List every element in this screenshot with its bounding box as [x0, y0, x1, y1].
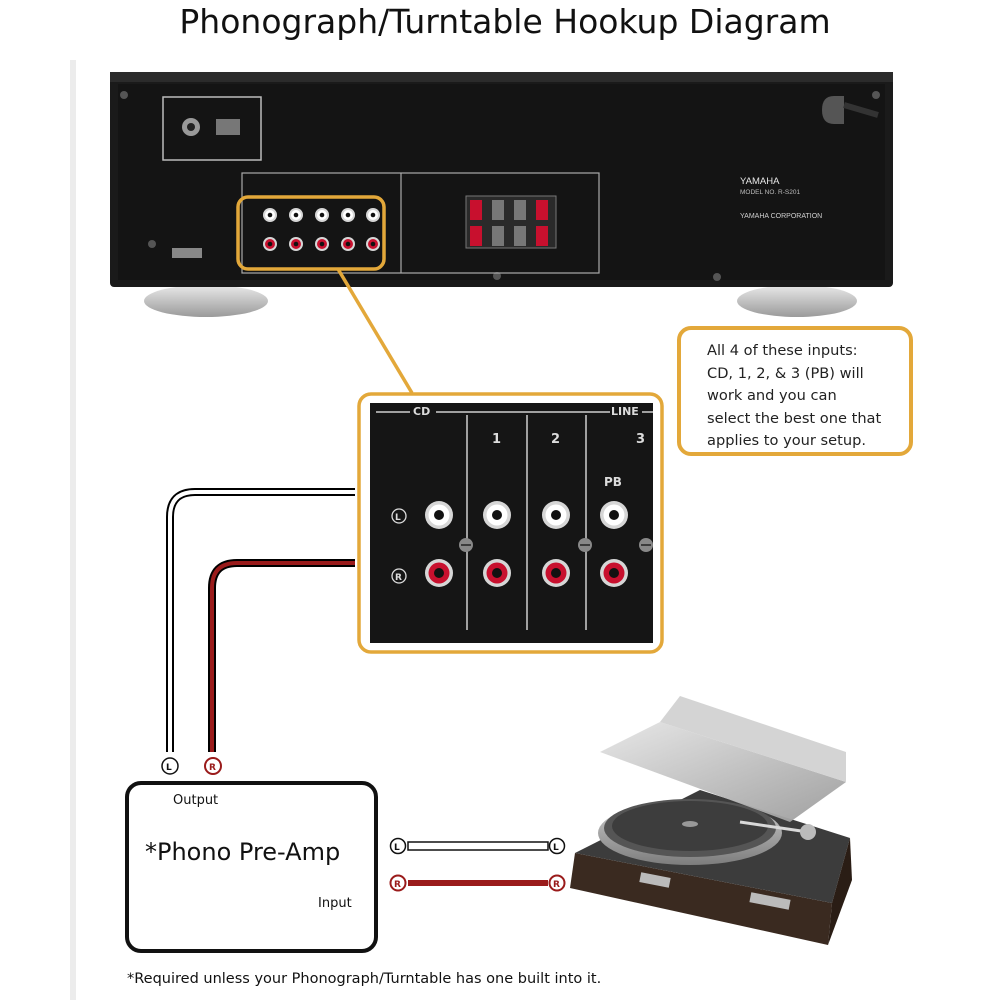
receiver-foot-right — [737, 285, 857, 317]
output-right-symbol: R — [209, 763, 216, 773]
callout-line: CD, 1, 2, & 3 (PB) will — [707, 364, 864, 382]
page-title: Phonograph/Turntable Hookup Diagram — [179, 2, 831, 41]
antenna-terminal-box — [162, 96, 262, 161]
receiver-foot-left — [144, 285, 268, 317]
callout-line: All 4 of these inputs: — [707, 342, 858, 359]
manufacturer-text: YAMAHA CORPORATION — [740, 213, 822, 220]
input-right-symbol: R — [394, 880, 401, 890]
screw — [148, 240, 156, 248]
input-panel-zoom: CD LINE 1 2 3 PB L R — [357, 392, 664, 654]
preamp-output-plugs: L R — [161, 757, 222, 775]
right-channel-symbol: R — [395, 573, 402, 583]
preamp-output-label: Output — [173, 793, 219, 808]
cd-input-label: CD — [413, 405, 430, 418]
line3-left-jack — [600, 501, 628, 529]
line1-right-jack — [483, 559, 511, 587]
turntable-cables: L L R R — [389, 837, 566, 892]
pb-label: PB — [604, 475, 622, 489]
input-1-label: 1 — [492, 432, 501, 447]
input-highlight — [236, 195, 386, 271]
speaker-terminals — [465, 195, 557, 249]
page-edge — [70, 60, 76, 1000]
line2-left-jack — [542, 501, 570, 529]
turntable-left-symbol: L — [553, 843, 559, 853]
left-channel-symbol: L — [395, 513, 401, 523]
line1-left-jack — [483, 501, 511, 529]
cd-left-jack — [425, 501, 453, 529]
preamp-name: *Phono Pre-Amp — [145, 838, 341, 866]
footnote: *Required unless your Phonograph/Turntab… — [127, 971, 602, 987]
preamp-input-label: Input — [318, 896, 352, 911]
line2-right-jack — [542, 559, 570, 587]
input-2-label: 2 — [551, 432, 560, 447]
screw — [713, 273, 721, 281]
screw — [872, 91, 880, 99]
line3-right-jack — [600, 559, 628, 587]
turntable-right-symbol: R — [553, 880, 560, 890]
callout-line: applies to your setup. — [707, 432, 866, 449]
callout-line: work and you can — [707, 387, 837, 404]
power-cord — [822, 96, 844, 124]
screw — [493, 272, 501, 280]
zoom-connector — [336, 268, 414, 394]
output-left-symbol: L — [166, 763, 172, 773]
rear-label — [172, 248, 202, 258]
cd-right-jack — [425, 559, 453, 587]
receiver-back-panel: YAMAHA MODEL NO. R-S201 YAMAHA CORPORATI… — [110, 72, 893, 317]
callout-line: select the best one that — [707, 409, 882, 427]
cable-white-left — [166, 488, 355, 752]
phono-preamp-box — [125, 781, 378, 953]
cable-red-right — [208, 559, 355, 752]
screw — [120, 91, 128, 99]
input-left-symbol: L — [394, 843, 400, 853]
model-number: MODEL NO. R-S201 — [740, 189, 800, 196]
brand-logo: YAMAHA — [740, 176, 780, 187]
input-3-label: 3 — [636, 432, 645, 447]
turntable-image — [570, 696, 852, 945]
line-input-label: LINE — [611, 405, 639, 418]
info-callout: All 4 of these inputs: CD, 1, 2, & 3 (PB… — [677, 326, 913, 456]
antenna-am-terminal — [216, 119, 240, 135]
